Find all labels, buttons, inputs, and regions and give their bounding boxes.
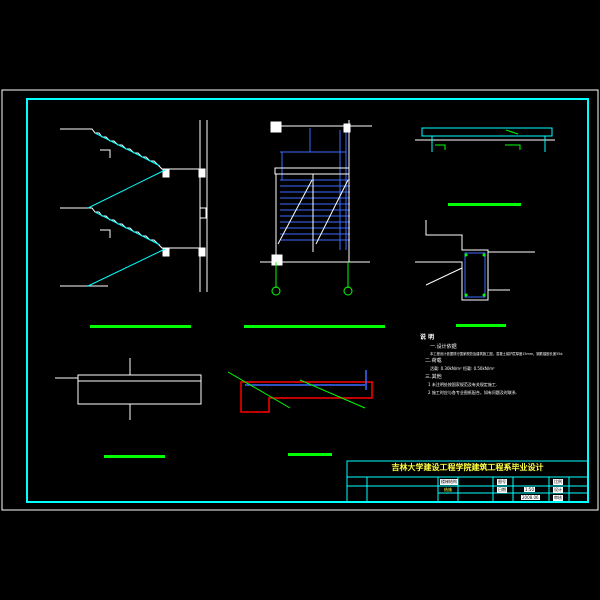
title-cell: 比例: [553, 479, 563, 485]
title-block-frame: [346, 460, 589, 503]
inner-frame: [26, 98, 589, 503]
outer-border: [1, 89, 599, 511]
notes-heading: 说 明: [420, 334, 435, 341]
notes-line: 三.其他: [425, 374, 442, 380]
notes-line: 2 施工时应与各专业图纸配合，如有问题及时联系.: [428, 390, 518, 395]
beam-detail-top-right: [415, 127, 555, 152]
beam-elevation-bottom-left: [55, 358, 202, 420]
title-cell: 2008.06: [521, 495, 540, 500]
title-cell: 楼梯结构: [440, 479, 458, 485]
slab-section-bottom-middle: [227, 370, 373, 413]
title-block-title: 吉林大学建设工程学院建筑工程系毕业设计: [391, 463, 544, 472]
stair-plan-view: [260, 120, 372, 296]
title-cell: 审核: [553, 495, 563, 501]
notes-line: 二.荷载: [425, 358, 442, 364]
title-cell: 日期: [497, 487, 507, 493]
notes-line: 本工程设计依据现行国家规范及建筑施工图，混凝土保护层厚度15mm，钢筋锚固长度3…: [430, 352, 564, 356]
title-cell: 图号: [497, 479, 507, 485]
notes-line: 1 未注明处按国家规范及有关规定施工.: [428, 382, 498, 387]
title-cell: 设计: [553, 487, 563, 493]
title-cell: 结施: [444, 487, 452, 492]
notes-line: 活载: 0.30kN/m² 恒载: 0.50kN/m²: [430, 366, 495, 371]
stair-rebar-cyan: [87, 132, 166, 287]
notes-line: 一.设计依据: [430, 344, 457, 350]
landing-beam-section: [415, 220, 535, 301]
title-cell: 1:50: [524, 487, 535, 492]
stair-section-view: [60, 120, 208, 292]
view-title-underlines: [90, 203, 521, 458]
